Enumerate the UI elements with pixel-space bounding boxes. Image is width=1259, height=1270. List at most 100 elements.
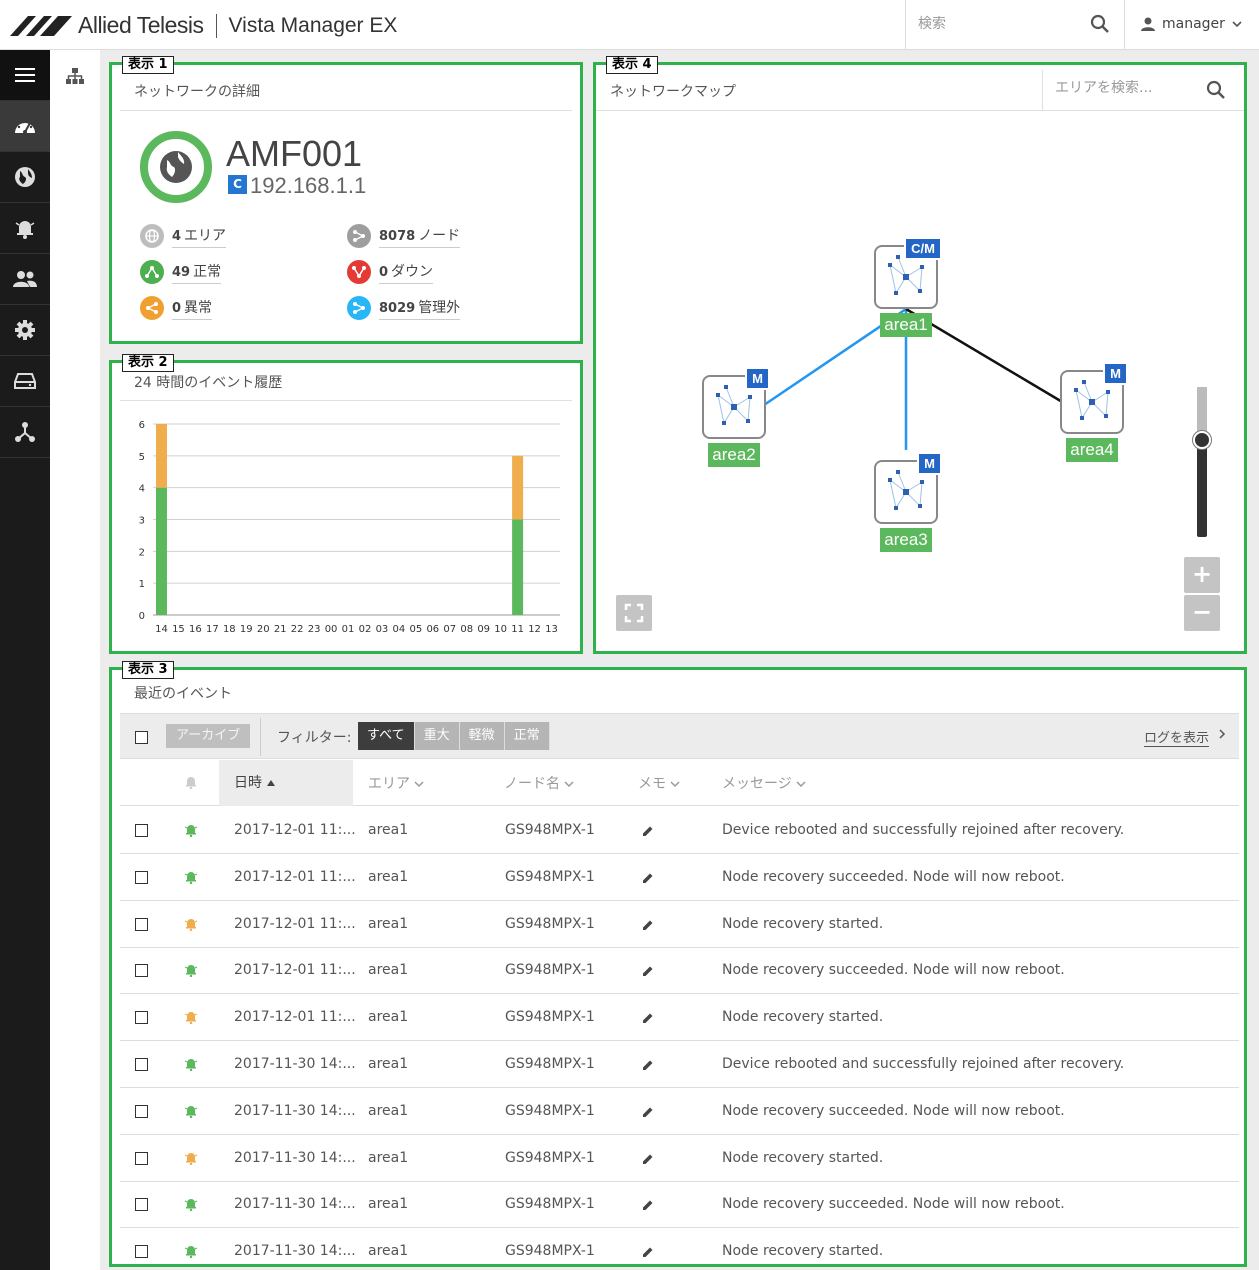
sidebar-item-topology[interactable] [0,407,50,458]
zoom-slider[interactable] [1197,387,1207,537]
sidebar-item-settings[interactable] [0,305,50,356]
row-area: area1 [368,915,409,932]
global-search-input[interactable] [918,14,1078,34]
select-all-checkbox[interactable] [135,731,148,744]
zoom-slider-handle[interactable] [1193,431,1211,449]
panel-title: 24 時間のイベント履歴 [134,375,283,391]
stat-label: ノード [418,227,461,244]
events-toolbar: アーカイブ フィルター: すべて 重大 軽微 正常 ログを表示 [120,713,1239,759]
search-icon[interactable] [1206,80,1226,104]
row-checkbox[interactable] [135,824,148,837]
view-log-link[interactable]: ログを表示 [1143,727,1209,747]
map-node-area4[interactable]: M area4 [1059,362,1128,462]
row-checkbox[interactable] [135,1245,148,1259]
filter-all-button[interactable]: すべて [358,722,415,750]
row-checkbox[interactable] [135,1058,148,1071]
row-message: Node recovery started. [722,915,884,932]
sort-asc-icon [267,780,276,786]
user-menu[interactable]: manager [1140,16,1243,32]
archive-button[interactable]: アーカイブ [166,724,251,748]
column-memo[interactable]: メモ [638,773,680,793]
warning-share-icon [140,296,164,320]
row-area: area1 [368,822,409,838]
x-tick-label: 04 [393,624,406,635]
network-cluster-icon: C/M [874,237,942,309]
sidebar-menu-button[interactable] [0,50,50,101]
filter-minor-button[interactable]: 軽微 [459,722,505,750]
x-tick-label: 12 [528,624,541,635]
edit-memo-icon[interactable] [642,1246,654,1258]
row-message: Node recovery succeeded. Node will now r… [722,1102,1065,1119]
row-checkbox[interactable] [135,1151,148,1165]
y-tick-label: 6 [139,420,145,431]
x-tick-label: 03 [376,624,389,635]
area-search-input[interactable] [1055,80,1195,96]
sidebar-item-storage[interactable] [0,356,50,407]
row-checkbox[interactable] [135,964,148,978]
row-node: GS948MPX-1 [505,1243,595,1260]
hierarchy-icon[interactable] [66,68,84,88]
sidebar-item-users[interactable] [0,254,50,305]
panel-title: ネットワークマップ [610,84,736,100]
edit-memo-icon[interactable] [642,872,654,884]
row-checkbox[interactable] [135,1198,148,1212]
edit-memo-icon[interactable] [642,825,654,837]
edit-memo-icon[interactable] [642,965,654,977]
sidebar-item-dashboard[interactable] [0,101,50,152]
column-area[interactable]: エリア [368,773,424,793]
column-node-label: ノード名 [504,776,560,792]
row-checkbox[interactable] [135,870,148,884]
row-message: Node recovery started. [722,1009,884,1026]
sidebar-item-globe[interactable] [0,152,50,203]
column-node[interactable]: ノード名 [504,773,574,793]
zoom-in-button[interactable]: + [1184,557,1220,593]
fullscreen-button[interactable] [616,595,652,631]
column-date[interactable]: 日時 [219,760,353,806]
filter-normal-button[interactable]: 正常 [504,722,550,750]
row-date: 2017-12-01 11:... [234,962,356,979]
network-status-icon [140,131,212,203]
edit-memo-icon[interactable] [642,919,654,931]
row-date: 2017-12-01 11:... [234,1009,356,1026]
map-node-area3[interactable]: M area3 [873,452,942,552]
chevron-right-icon[interactable] [1217,728,1227,740]
edit-memo-icon[interactable] [642,1106,654,1118]
column-message[interactable]: メッセージ [722,773,806,793]
row-checkbox[interactable] [135,917,148,931]
filter-critical-button[interactable]: 重大 [414,722,460,750]
edit-memo-icon[interactable] [642,1059,654,1071]
map-node-area1[interactable]: C/M area1 [873,237,942,337]
zoom-out-button[interactable]: − [1184,595,1220,631]
edit-memo-icon[interactable] [642,1012,654,1024]
row-node: GS948MPX-1 [505,1196,595,1213]
row-checkbox[interactable] [135,1011,148,1025]
row-message: Device rebooted and successfully rejoine… [722,822,1125,838]
x-tick-label: 11 [511,624,524,635]
up-icon [140,260,164,284]
map-node-area2[interactable]: M area2 [701,367,770,467]
row-checkbox[interactable] [135,1104,148,1118]
alarm-icon [184,1152,198,1165]
x-tick-label: 14 [155,624,168,635]
search-icon[interactable] [1090,14,1110,38]
edit-memo-icon[interactable] [642,1153,654,1165]
divider [120,400,572,401]
edit-memo-icon[interactable] [642,1199,654,1211]
sidebar-item-alarms[interactable] [0,203,50,254]
